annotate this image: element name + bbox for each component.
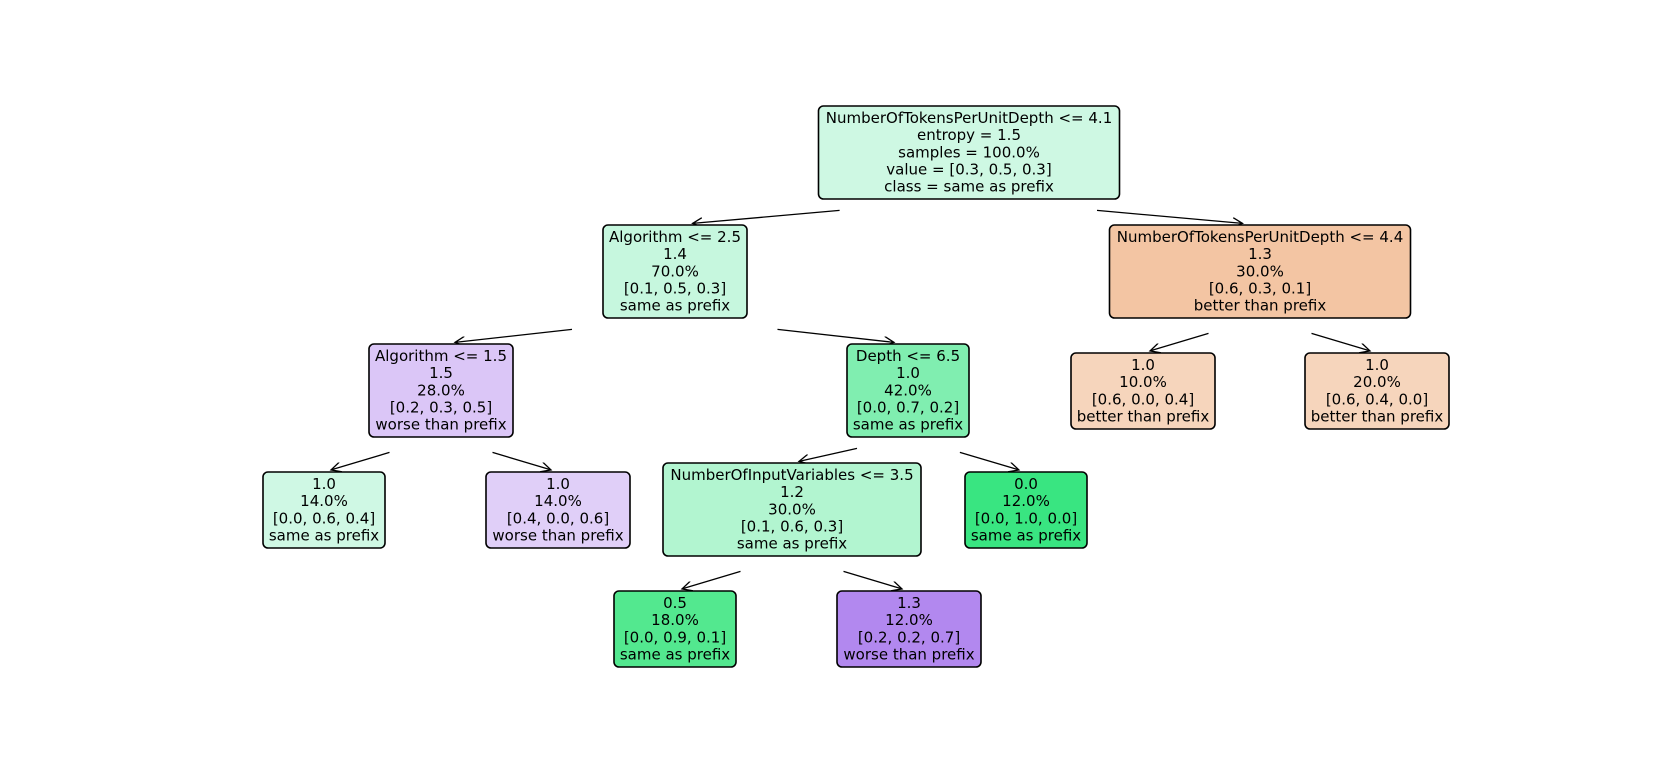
edge-n10-to-n12 [1311,332,1371,351]
node-text-line: 1.0 [1365,356,1389,374]
node-box [836,590,982,668]
node-text-line: 14.0% [300,492,348,510]
node-text-line: 1.0 [896,364,920,382]
node-text-line: NumberOfInputVariables <= 3.5 [670,466,913,484]
node-text-line: [0.6, 0.4, 0.0] [1326,390,1428,408]
node-text-line: [0.0, 1.0, 0.0] [975,509,1077,527]
node-text-line: [0.2, 0.2, 0.7] [858,628,960,646]
node-box [662,462,922,557]
node-box [602,224,748,319]
node-box [1108,224,1412,319]
node-text-line: same as prefix [269,527,379,545]
node-text-line: [0.0, 0.9, 0.1] [624,628,726,646]
node-text-line: 0.0 [1014,475,1038,493]
node-box [485,471,631,549]
node-text-line: [0.4, 0.0, 0.6] [507,509,609,527]
edge-n1-to-n2 [455,328,573,342]
tree-node-n7: 0.518.0%[0.0, 0.9, 0.1]same as prefix [613,590,737,668]
node-text-line: worse than prefix [375,416,506,434]
node-text-line: same as prefix [737,535,847,553]
node-box [613,590,737,668]
node-box [846,343,970,438]
tree-node-n8: 1.312.0%[0.2, 0.2, 0.7]worse than prefix [836,590,982,668]
edge-n2-to-n3 [331,451,390,470]
node-text-line: same as prefix [853,416,963,434]
node-text-line: better than prefix [1077,408,1210,426]
node-text-line: better than prefix [1311,408,1444,426]
node-text-line: 1.0 [546,475,570,493]
node-text-line: 28.0% [417,381,465,399]
node-text-line: 1.2 [780,483,804,501]
node-text-line: 1.0 [1131,356,1155,374]
node-text-line: [0.6, 0.0, 0.4] [1092,390,1194,408]
edge-n6-to-n8 [843,570,903,589]
edge-n5-to-n6 [799,447,858,461]
node-text-line: same as prefix [620,646,730,664]
node-text-line: 1.3 [897,594,921,612]
node-text-line: same as prefix [620,297,730,315]
node-box [1304,352,1450,430]
node-text-line: 30.0% [1236,262,1284,280]
node-text-line: [0.6, 0.3, 0.1] [1209,280,1311,298]
node-text-line: [0.1, 0.6, 0.3] [741,518,843,536]
node-text-line: worse than prefix [843,646,974,664]
edge-n1-to-n5 [777,328,895,342]
node-text-line: 70.0% [651,262,699,280]
edge-n10-to-n11 [1150,332,1209,351]
edge-n5-to-n9 [959,451,1019,470]
tree-node-n10: NumberOfTokensPerUnitDepth <= 4.41.330.0… [1108,224,1412,319]
node-text-line: entropy = 1.5 [917,126,1021,144]
edge-n0-to-n1 [693,209,840,223]
node-text-line: [0.0, 0.7, 0.2] [857,399,959,417]
node-text-line: 20.0% [1353,373,1401,391]
node-text-line: [0.1, 0.5, 0.3] [624,280,726,298]
node-box [964,471,1088,549]
node-text-line: Algorithm <= 1.5 [375,347,507,365]
node-text-line: 18.0% [651,611,699,629]
tree-node-n0: NumberOfTokensPerUnitDepth <= 4.1entropy… [817,105,1121,200]
node-text-line: NumberOfTokensPerUnitDepth <= 4.1 [826,109,1113,127]
node-text-line: 0.5 [663,594,687,612]
node-text-line: 10.0% [1119,373,1167,391]
node-box [368,343,514,438]
node-text-line: 30.0% [768,500,816,518]
node-text-line: 1.3 [1248,245,1272,263]
tree-node-n4: 1.014.0%[0.4, 0.0, 0.6]worse than prefix [485,471,631,549]
edge-n0-to-n10 [1096,209,1243,223]
node-text-line: 42.0% [884,381,932,399]
node-text-line: 1.5 [429,364,453,382]
node-text-line: 12.0% [885,611,933,629]
node-text-line: 1.0 [312,475,336,493]
node-text-line: 14.0% [534,492,582,510]
node-box [262,471,386,549]
tree-node-n9: 0.012.0%[0.0, 1.0, 0.0]same as prefix [964,471,1088,549]
node-text-line: Algorithm <= 2.5 [609,228,741,246]
node-text-line: same as prefix [971,527,1081,545]
node-text-line: value = [0.3, 0.5, 0.3] [886,161,1051,179]
tree-node-n5: Depth <= 6.51.042.0%[0.0, 0.7, 0.2]same … [846,343,970,438]
edge-n2-to-n4 [492,451,552,470]
node-text-line: samples = 100.0% [898,143,1040,161]
tree-node-n11: 1.010.0%[0.6, 0.0, 0.4]better than prefi… [1070,352,1216,430]
node-box [1070,352,1216,430]
node-text-line: better than prefix [1194,297,1327,315]
node-text-line: worse than prefix [492,527,623,545]
tree-node-n6: NumberOfInputVariables <= 3.51.230.0%[0.… [662,462,922,557]
node-text-line: class = same as prefix [884,178,1054,196]
node-text-line: Depth <= 6.5 [856,347,960,365]
tree-node-n12: 1.020.0%[0.6, 0.4, 0.0]better than prefi… [1304,352,1450,430]
tree-node-n1: Algorithm <= 2.51.470.0%[0.1, 0.5, 0.3]s… [602,224,748,319]
node-text-line: NumberOfTokensPerUnitDepth <= 4.4 [1117,228,1404,246]
node-text-line: 1.4 [663,245,687,263]
node-text-line: 12.0% [1002,492,1050,510]
tree-node-n2: Algorithm <= 1.51.528.0%[0.2, 0.3, 0.5]w… [368,343,514,438]
edge-n6-to-n7 [682,570,741,589]
node-box [817,105,1121,200]
tree-node-n3: 1.014.0%[0.0, 0.6, 0.4]same as prefix [262,471,386,549]
node-text-line: [0.2, 0.3, 0.5] [390,399,492,417]
node-text-line: [0.0, 0.6, 0.4] [273,509,375,527]
